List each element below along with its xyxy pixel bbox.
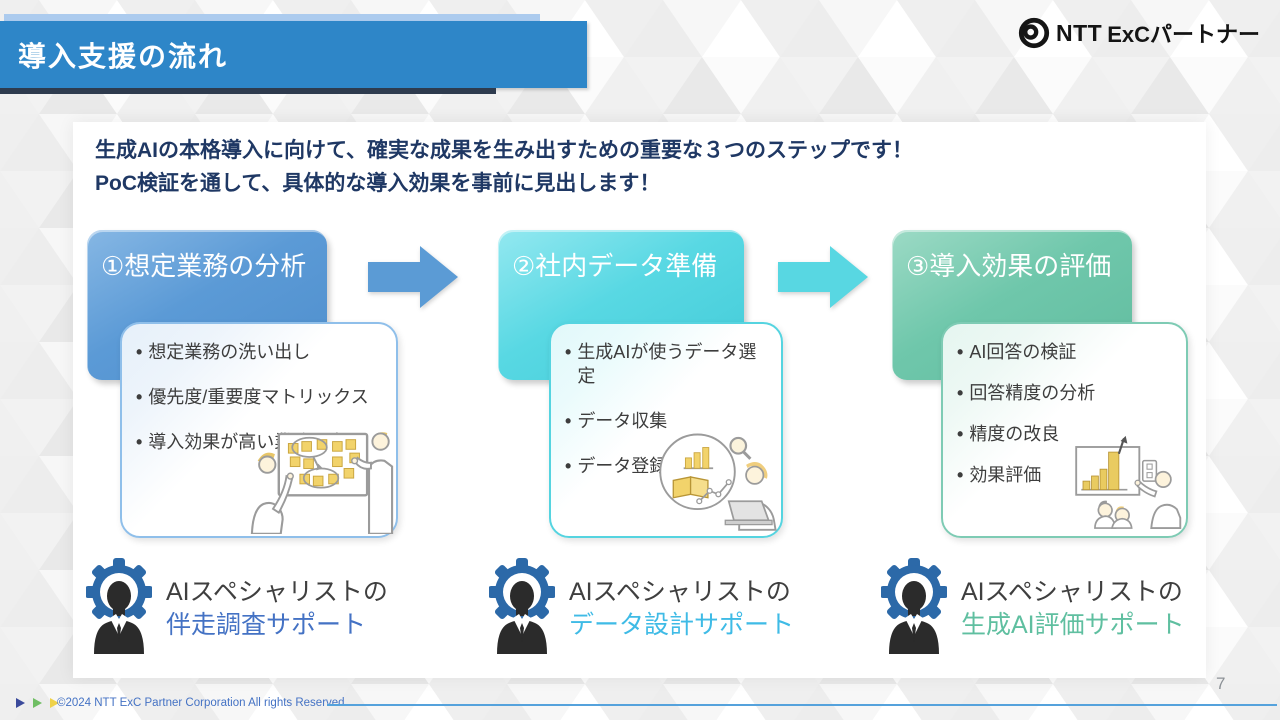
triangle-icon [33, 698, 42, 708]
bullet-item: 優先度/重要度マトリックス [136, 385, 388, 409]
ai-specialist-gear-person-icon [881, 558, 947, 654]
ai-specialist-gear-person-icon [489, 558, 555, 654]
title-bar: 導入支援の流れ [0, 21, 587, 88]
intro-line-1: 生成AIの本格導入に向けて、確実な成果を生み出すための重要な３つのステップです！ [95, 139, 913, 162]
support1-line2: 伴走調査サポート [166, 611, 367, 639]
step2-card: 生成AIが使うデータ選定 データ収集 データ登録 [549, 322, 783, 538]
brand-logo: NTT ExCパートナー [1017, 16, 1260, 50]
bullet-item: データ収集 [565, 409, 773, 433]
logo-brand-text: NTT [1055, 19, 1103, 46]
support-group-2: AIスペシャリストの データ設計サポート [489, 556, 794, 654]
step1-header-label: ①想定業務の分析 [101, 251, 307, 281]
step2-bullet-list: 生成AIが使うデータ選定 データ収集 データ登録 [565, 340, 773, 478]
right-arrow-icon-1 [368, 246, 458, 308]
copyright-text: ©2024 NTT ExC Partner Corporation All ri… [57, 697, 348, 709]
right-arrow-icon-2 [778, 246, 868, 308]
bullet-item: 想定業務の洗い出し [136, 340, 388, 364]
ntt-loop-icon [1018, 17, 1050, 49]
support-group-3: AIスペシャリストの 生成AI評価サポート [881, 556, 1185, 654]
step2-header-label: ②社内データ準備 [512, 251, 718, 281]
logo-suffix-text: ExCパートナー [1107, 22, 1260, 47]
page-number: 7 [1216, 674, 1226, 693]
triangle-icon [50, 698, 59, 708]
support1-line1: AIスペシャリストの [166, 578, 388, 606]
page-title: 導入支援の流れ [18, 40, 229, 72]
workshop-whiteboard-illustration [250, 432, 394, 534]
step3-header-label: ③導入効果の評価 [906, 251, 1112, 281]
bullet-item: 生成AIが使うデータ選定 [565, 340, 773, 388]
support3-line2: 生成AI評価サポート [961, 611, 1185, 639]
ai-specialist-gear-person-icon [86, 558, 152, 654]
bullet-item: 回答精度の分析 [957, 381, 1178, 405]
bullet-item: データ登録 [565, 454, 773, 478]
support2-line2: データ設計サポート [569, 611, 795, 639]
step3-card: AI回答の検証 回答精度の分析 精度の改良 効果評価 [941, 322, 1188, 538]
bullet-item: AI回答の検証 [957, 340, 1178, 364]
bullet-item: 効果評価 [957, 463, 1178, 487]
footer-triangle-markers [16, 698, 59, 708]
title-accent-bottom-bar [0, 88, 496, 94]
step1-card: 想定業務の洗い出し 優先度/重要度マトリックス 導入効果が高い業務選定 [120, 322, 398, 538]
triangle-icon [16, 698, 25, 708]
bullet-item: 精度の改良 [957, 422, 1178, 446]
step3-bullet-list: AI回答の検証 回答精度の分析 精度の改良 効果評価 [957, 340, 1178, 487]
evaluation-presentation-illustration [1075, 435, 1182, 530]
footer-divider-line [327, 704, 1277, 706]
support-group-1: AIスペシャリストの 伴走調査サポート [86, 556, 388, 654]
data-collection-laptop-illustration [659, 433, 777, 531]
support2-line1: AIスペシャリストの [569, 578, 791, 606]
intro-text: 生成AIの本格導入に向けて、確実な成果を生み出すための重要な３つのステップです！… [95, 134, 913, 200]
intro-line-2: PoC検証を通して、具体的な導入効果を事前に見出します！ [95, 172, 661, 195]
title-accent-top-bar [4, 14, 540, 21]
support3-line1: AIスペシャリストの [961, 578, 1183, 606]
